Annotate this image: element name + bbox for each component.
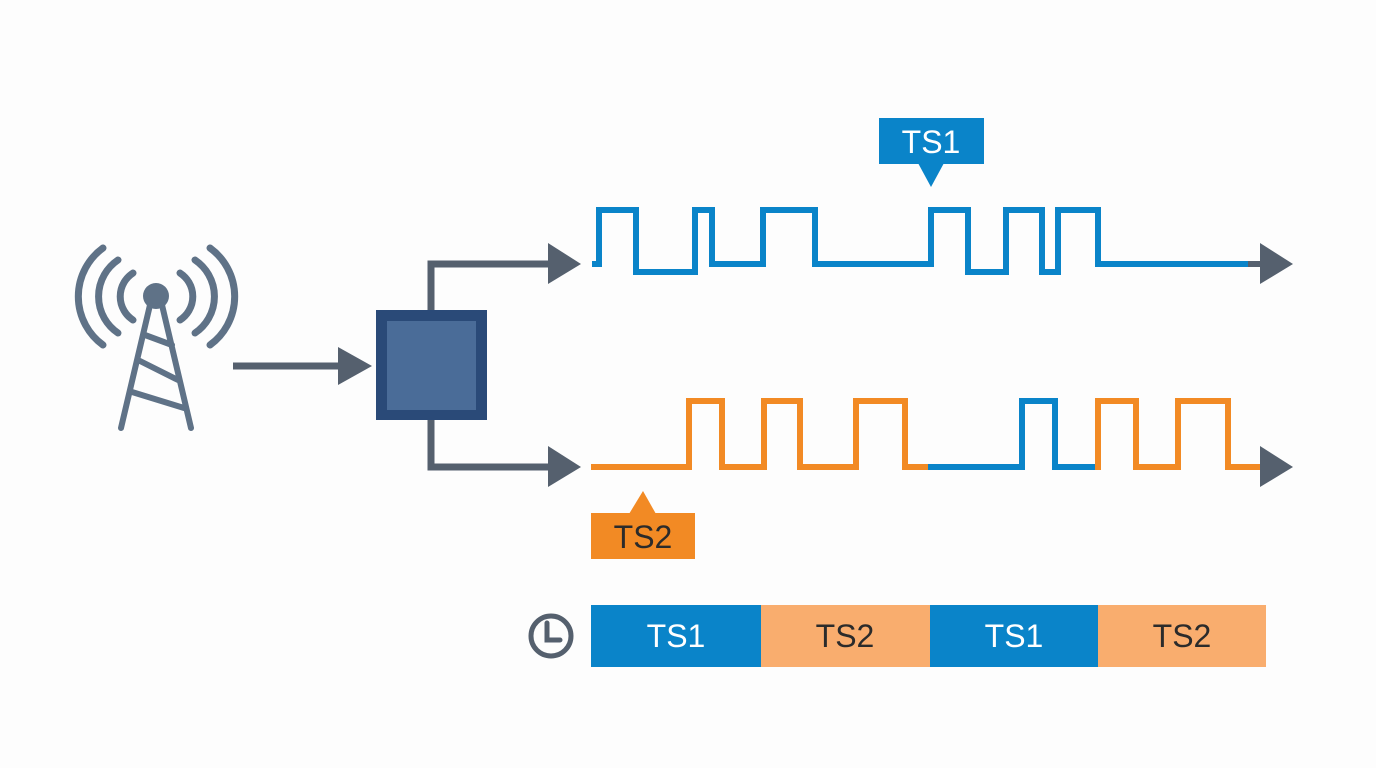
callout-ts2: TS2 bbox=[591, 491, 695, 559]
clock-icon bbox=[528, 613, 574, 659]
signal-wave-mid-right bbox=[191, 256, 218, 337]
input-arrow bbox=[233, 347, 372, 385]
waveform-top bbox=[592, 207, 1293, 284]
waveform-bottom-ts2-a bbox=[591, 398, 930, 470]
timeline-slot-label: TS2 bbox=[1153, 618, 1212, 654]
timeline-slot: TS2 bbox=[1098, 605, 1266, 667]
waveform-top-arrowhead bbox=[1260, 243, 1293, 284]
waveform-bottom-arrowhead bbox=[1260, 446, 1293, 487]
timeline-slot-label: TS2 bbox=[816, 618, 875, 654]
signal-wave-inner-left bbox=[116, 269, 137, 324]
callout-ts1-label: TS1 bbox=[902, 124, 961, 160]
timeline-slot-label: TS1 bbox=[985, 618, 1044, 654]
waveform-top-line bbox=[592, 207, 1252, 275]
waveform-bottom-ts2-b bbox=[1095, 398, 1262, 470]
branch-arrow-bottom bbox=[427, 420, 581, 487]
timeline-slot: TS1 bbox=[591, 605, 761, 667]
callout-ts1: TS1 bbox=[879, 118, 984, 187]
tower-mast bbox=[118, 302, 194, 431]
signal-wave-outer-left bbox=[74, 244, 107, 349]
waveform-bottom bbox=[591, 398, 1293, 487]
signal-wave-mid-left bbox=[95, 256, 122, 337]
timeline-slot-label: TS1 bbox=[647, 618, 706, 654]
callout-ts2-label: TS2 bbox=[614, 519, 673, 555]
multiplexer-block bbox=[376, 310, 487, 420]
branch-arrow-top bbox=[427, 243, 581, 310]
signal-wave-outer-right bbox=[206, 244, 239, 349]
timeline-bar: TS1 TS2 TS1 TS2 bbox=[591, 605, 1266, 667]
cell-tower-icon bbox=[74, 244, 239, 431]
waveform-bottom-ts1 bbox=[928, 398, 1097, 470]
timeline-slot: TS1 bbox=[930, 605, 1098, 667]
timeline-slot: TS2 bbox=[761, 605, 930, 667]
signal-wave-inner-right bbox=[176, 269, 197, 324]
